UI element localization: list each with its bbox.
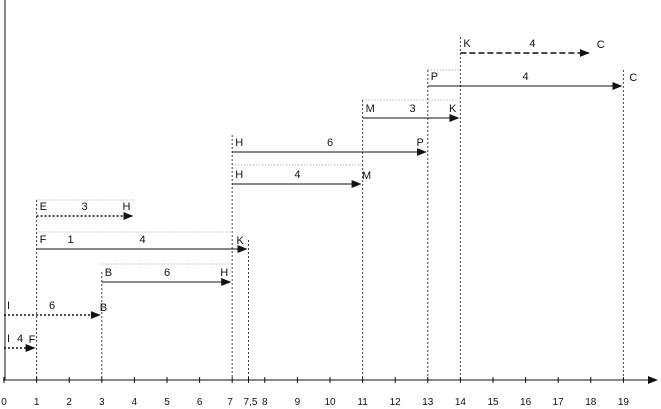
- tick-label: 7,5: [244, 397, 258, 408]
- activity-start-label: H: [235, 169, 243, 181]
- tick-label: 9: [295, 397, 301, 408]
- tick-label: 15: [487, 397, 499, 408]
- activity-end-label: P: [416, 137, 423, 149]
- activity-end-label: M: [362, 170, 371, 182]
- tick-label: 12: [390, 397, 402, 408]
- activity-duration-label: 4: [523, 71, 529, 83]
- activity-h-m: H M 4: [232, 169, 371, 188]
- tick-label: 18: [585, 397, 597, 408]
- tick-label: 19: [618, 397, 630, 408]
- activity-end-label: K: [449, 103, 457, 115]
- activity-start-label: I: [7, 300, 10, 312]
- activity-p-c: P C 4: [427, 71, 637, 90]
- activity-duration-label: 6: [327, 137, 333, 149]
- activity-duration-label: 4: [17, 333, 23, 345]
- guide-lines: [36, 37, 624, 380]
- activity-end-label: H: [122, 201, 130, 213]
- tick-label: 5: [164, 397, 170, 408]
- activity-h-p: H P 6: [232, 137, 427, 156]
- activity-duration-label: 4: [139, 234, 145, 246]
- tick-label: 7: [227, 397, 233, 408]
- tick-label: 13: [422, 397, 434, 408]
- activity-end-label: C: [629, 72, 637, 84]
- activity-e-h: E H 3: [36, 201, 134, 220]
- tick-label: 1: [34, 397, 40, 408]
- activity-i-b: I B 6: [4, 300, 107, 319]
- activity-k-c: K C 4: [460, 38, 605, 57]
- activity-extra-label: 1: [68, 234, 74, 246]
- activity-i-f: I F4: [4, 333, 36, 352]
- activity-end-label: B: [100, 302, 107, 314]
- activity-start-label: B: [105, 267, 112, 279]
- activity-start-label: F: [40, 234, 47, 246]
- activity-end-label: C: [597, 39, 605, 51]
- activity-start-label: I: [7, 333, 10, 345]
- tick-label: 3: [99, 397, 105, 408]
- tick-label: 0: [1, 397, 7, 408]
- tick-label: 11: [357, 397, 368, 408]
- activity-m-k: M K 3: [362, 103, 460, 122]
- tick-label: 16: [520, 397, 532, 408]
- tick-label: 8: [262, 397, 268, 408]
- activity-start-label: M: [366, 103, 375, 115]
- activity-duration-label: 4: [529, 38, 535, 50]
- activity-duration-label: 3: [410, 103, 416, 115]
- activity-start-label: K: [463, 38, 471, 50]
- activity-end-label: F: [29, 334, 36, 346]
- activity-duration-label: 6: [164, 267, 170, 279]
- activity-duration-label: 3: [82, 201, 88, 213]
- activity-duration-label: 4: [294, 169, 300, 181]
- tick-label: 6: [197, 397, 203, 408]
- activity-end-label: K: [237, 235, 245, 247]
- time-axis-arrow-icon: [648, 376, 658, 384]
- activity-start-label: H: [235, 137, 243, 149]
- activity-duration-label: 6: [49, 300, 55, 312]
- activity-f-k: F K 4 1: [36, 234, 248, 253]
- tick-label: 2: [66, 397, 72, 408]
- tick-label: 10: [324, 397, 336, 408]
- tick-label: 14: [455, 397, 467, 408]
- activity-start-label: P: [431, 71, 438, 83]
- activity-start-label: E: [40, 201, 47, 213]
- activity-b-h: B H 6: [101, 267, 232, 286]
- tick-label: 17: [553, 397, 565, 408]
- tick-label: 4: [132, 397, 138, 408]
- activity-end-label: H: [220, 267, 228, 279]
